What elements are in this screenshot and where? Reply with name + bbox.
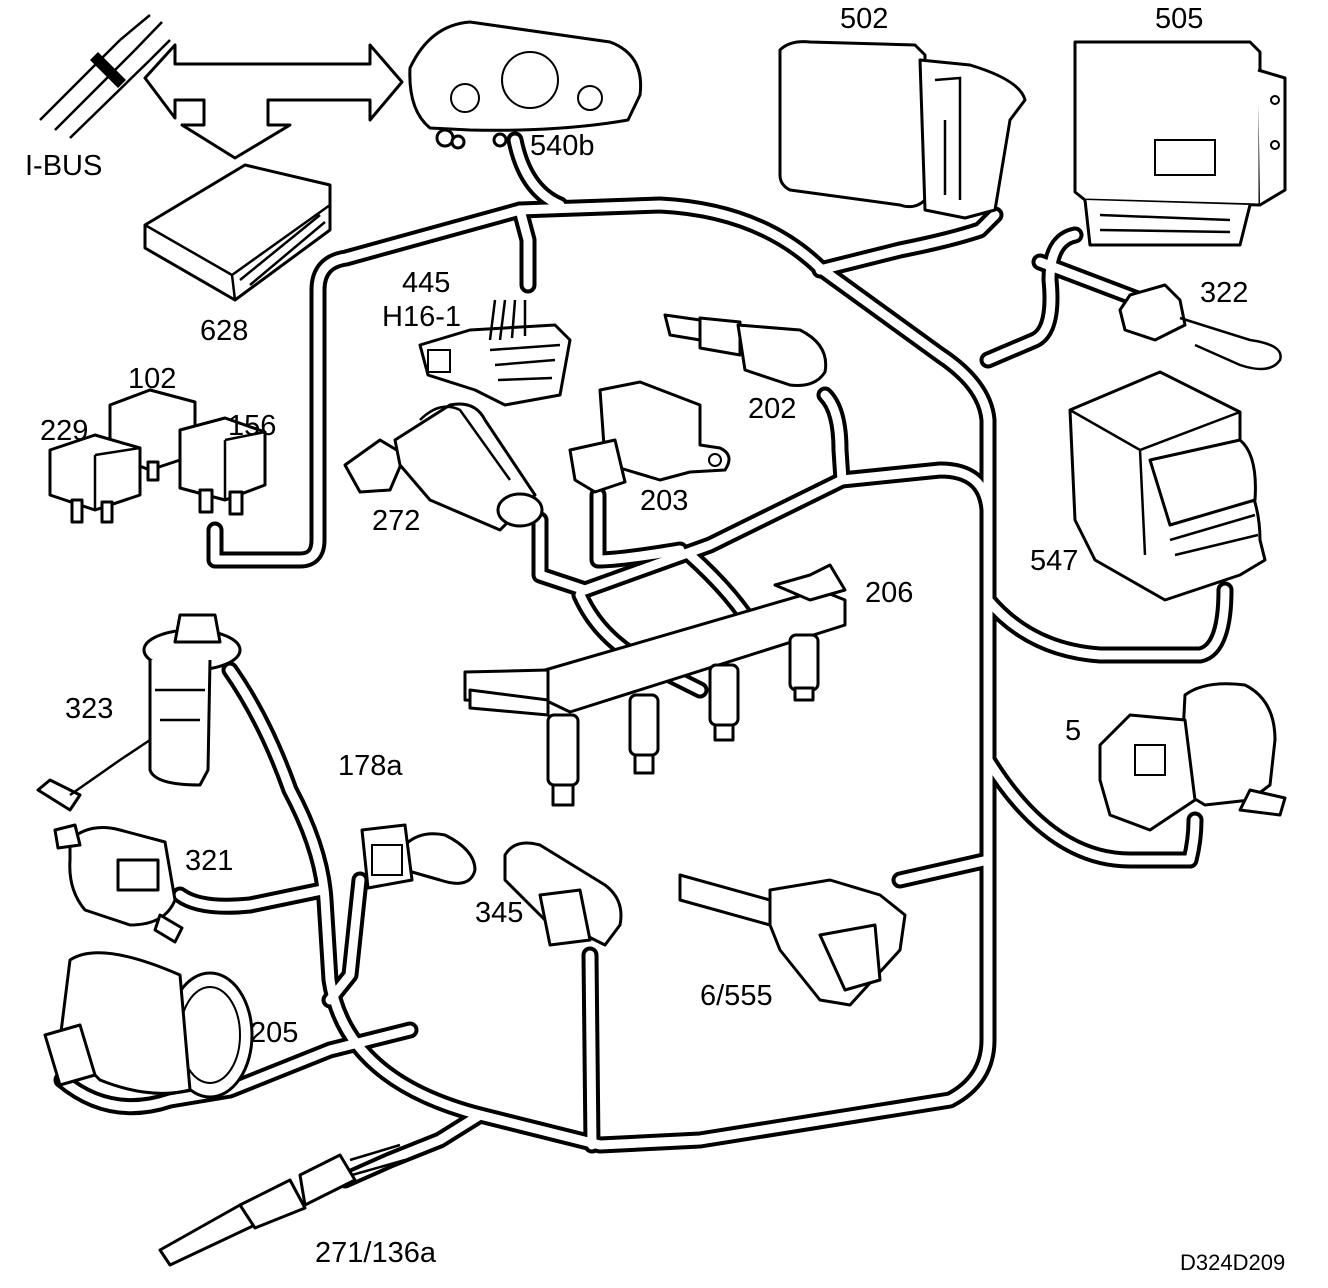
- relays-102-229-156: [48, 388, 267, 524]
- harness-branch-inner: [210, 200, 993, 1150]
- label-323: 323: [65, 693, 113, 725]
- label-547: 547: [1030, 545, 1078, 577]
- label-h16-1: H16-1: [382, 301, 461, 333]
- label-272: 272: [372, 505, 420, 537]
- ibus-arrow: [143, 43, 404, 160]
- label-203: 203: [640, 485, 688, 517]
- label-229: 229: [40, 415, 88, 447]
- harness-branch-inner: [585, 950, 597, 1150]
- knock-sensor-178a: [360, 823, 477, 890]
- control-module-502: [778, 40, 1027, 220]
- air-mass-meter-205: [43, 951, 254, 1099]
- idle-air-valve-272: [343, 402, 544, 532]
- label-202: 202: [748, 393, 796, 425]
- label-206: 206: [865, 577, 913, 609]
- harness-branch-inner: [820, 390, 847, 485]
- label-ibus: I-BUS: [25, 150, 102, 182]
- label-271-136a: 271/136a: [315, 1237, 437, 1269]
- pressure-sensor-321: [53, 823, 184, 944]
- injector-2: [628, 693, 660, 775]
- label-628: 628: [200, 315, 248, 347]
- fuel-rail-injectors-206: [463, 563, 847, 807]
- label-540b: 540b: [530, 130, 595, 162]
- label-205: 205: [250, 1017, 298, 1049]
- label-445: 445: [402, 267, 450, 299]
- control-module-628: [143, 163, 332, 302]
- oxygen-sensor-271-136a: [158, 1143, 406, 1267]
- label-6-555: 6/555: [700, 980, 773, 1012]
- throttle-position-sensor-203: [568, 380, 731, 494]
- harness-branch-inner: [535, 465, 993, 595]
- label-321: 321: [185, 845, 233, 877]
- fuel-pump-323: [36, 613, 242, 812]
- component-labels: I-BUS 540b 502 505 628 445 H16-1 322 202…: [25, 3, 1285, 1275]
- diagnostic-connector-445: [418, 299, 572, 407]
- temperature-sensor-202: [663, 313, 828, 387]
- label-156: 156: [228, 410, 276, 442]
- injector-3: [708, 663, 740, 742]
- ibus-cable: [39, 14, 171, 139]
- harness-branch-inner: [895, 855, 993, 885]
- injector-4: [788, 633, 820, 702]
- harness-branch-inner: [325, 875, 365, 1005]
- connector-322: [1118, 283, 1282, 371]
- ignition-discharge-6-555: [678, 873, 907, 1007]
- label-322: 322: [1200, 277, 1248, 309]
- instrument-cluster-540b: [408, 20, 643, 150]
- harness-branch-inner: [983, 230, 1080, 365]
- harness-branch-inner: [983, 755, 1200, 865]
- ignition-coil-5: [1098, 682, 1287, 832]
- label-178a: 178a: [338, 750, 403, 782]
- abs-unit-547: [1068, 370, 1267, 602]
- label-drawing-id: D324D209: [1180, 1250, 1285, 1275]
- harness-branch-inner: [515, 205, 533, 290]
- injector-1: [546, 713, 580, 807]
- harness-branch-inner: [983, 585, 1230, 660]
- harness-branch-inner: [593, 490, 685, 565]
- crankshaft-sensor-345: [503, 841, 623, 947]
- control-module-505: [1073, 40, 1287, 247]
- harness-branch-inner: [175, 885, 327, 911]
- label-505: 505: [1155, 3, 1203, 35]
- harness-branch-inner: [815, 210, 1000, 275]
- harness-branch-inner: [510, 135, 565, 210]
- harness-branch-inner: [1035, 257, 1145, 305]
- harness-branch-outer: [979, 581, 1234, 664]
- harness-branch-inner: [57, 1025, 415, 1112]
- label-5: 5: [1065, 715, 1081, 747]
- label-345: 345: [475, 897, 523, 929]
- label-102: 102: [128, 363, 176, 395]
- label-502: 502: [840, 3, 888, 35]
